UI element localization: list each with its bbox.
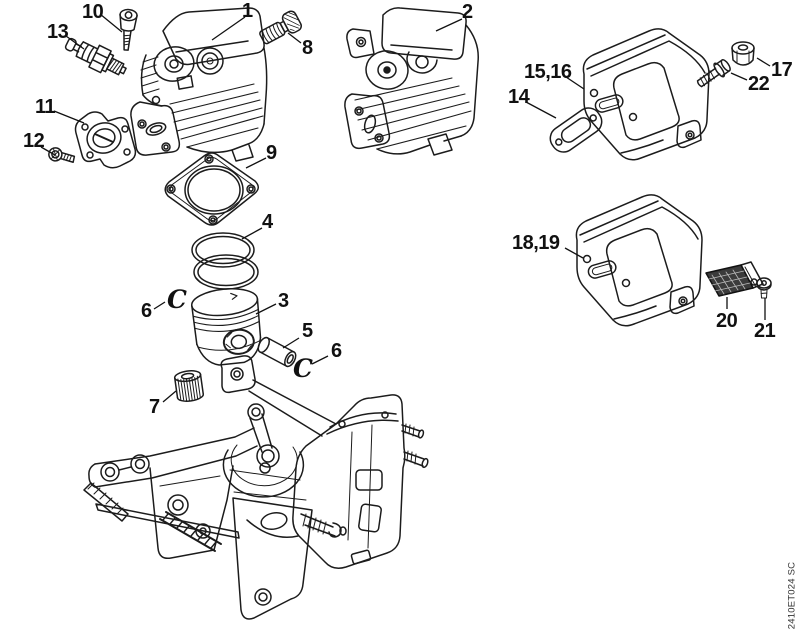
- needle-bearing-7-drawing: [173, 370, 205, 402]
- callout-21: 21: [754, 320, 776, 342]
- valve-8-drawing: [259, 10, 302, 45]
- gasket-14-drawing: [549, 107, 603, 153]
- callout-6-left: 6: [141, 300, 152, 322]
- screw-12-drawing: [48, 147, 76, 163]
- callout-18-19: 18,19: [512, 232, 560, 254]
- manifold-11-drawing: [74, 111, 137, 169]
- callout-20: 20: [716, 310, 738, 332]
- wrist-pin-5-drawing: [257, 336, 297, 368]
- screw-10-drawing: [119, 8, 138, 51]
- callout-17: 17: [771, 59, 793, 81]
- muffler-15-16-drawing: [582, 28, 710, 161]
- callout-14: 14: [508, 86, 530, 108]
- callout-5: 5: [302, 320, 313, 342]
- callout-13: 13: [47, 21, 69, 43]
- callout-2: 2: [462, 1, 473, 23]
- gasket-9-drawing: [164, 152, 259, 226]
- leader-lines: [40, 13, 771, 403]
- callout-7: 7: [149, 396, 160, 418]
- callout-22: 22: [748, 73, 770, 95]
- callout-15-16: 15,16: [524, 61, 572, 83]
- circlip-symbol-left: C: [167, 285, 187, 314]
- piston-rings-4-drawing: [191, 232, 259, 290]
- callout-10: 10: [82, 1, 104, 23]
- callout-8: 8: [302, 37, 313, 59]
- nut-17-drawing: [731, 41, 755, 66]
- bolt-22-drawing: [696, 59, 731, 88]
- callout-6-right: 6: [331, 340, 342, 362]
- spark-arrestor-screen-20-drawing: [705, 261, 764, 297]
- callout-1: 1: [242, 0, 253, 22]
- callout-11: 11: [35, 96, 56, 118]
- cylinder-1-drawing: [130, 7, 268, 162]
- drawing-code: 2410ET024 SC: [786, 561, 798, 630]
- crankcase-assembly-drawing: [83, 355, 429, 620]
- callout-4: 4: [262, 211, 273, 233]
- callout-9: 9: [266, 142, 277, 164]
- piston-3-drawing: [190, 287, 262, 366]
- screw-21-drawing: [756, 277, 772, 299]
- muffler-18-19-drawing: [575, 194, 703, 327]
- circlip-symbol-right: C: [293, 354, 313, 383]
- spark-plug-13-drawing: [64, 37, 127, 76]
- callout-3: 3: [278, 290, 289, 312]
- cylinder-2-drawing: [344, 7, 479, 156]
- callout-12: 12: [23, 130, 45, 152]
